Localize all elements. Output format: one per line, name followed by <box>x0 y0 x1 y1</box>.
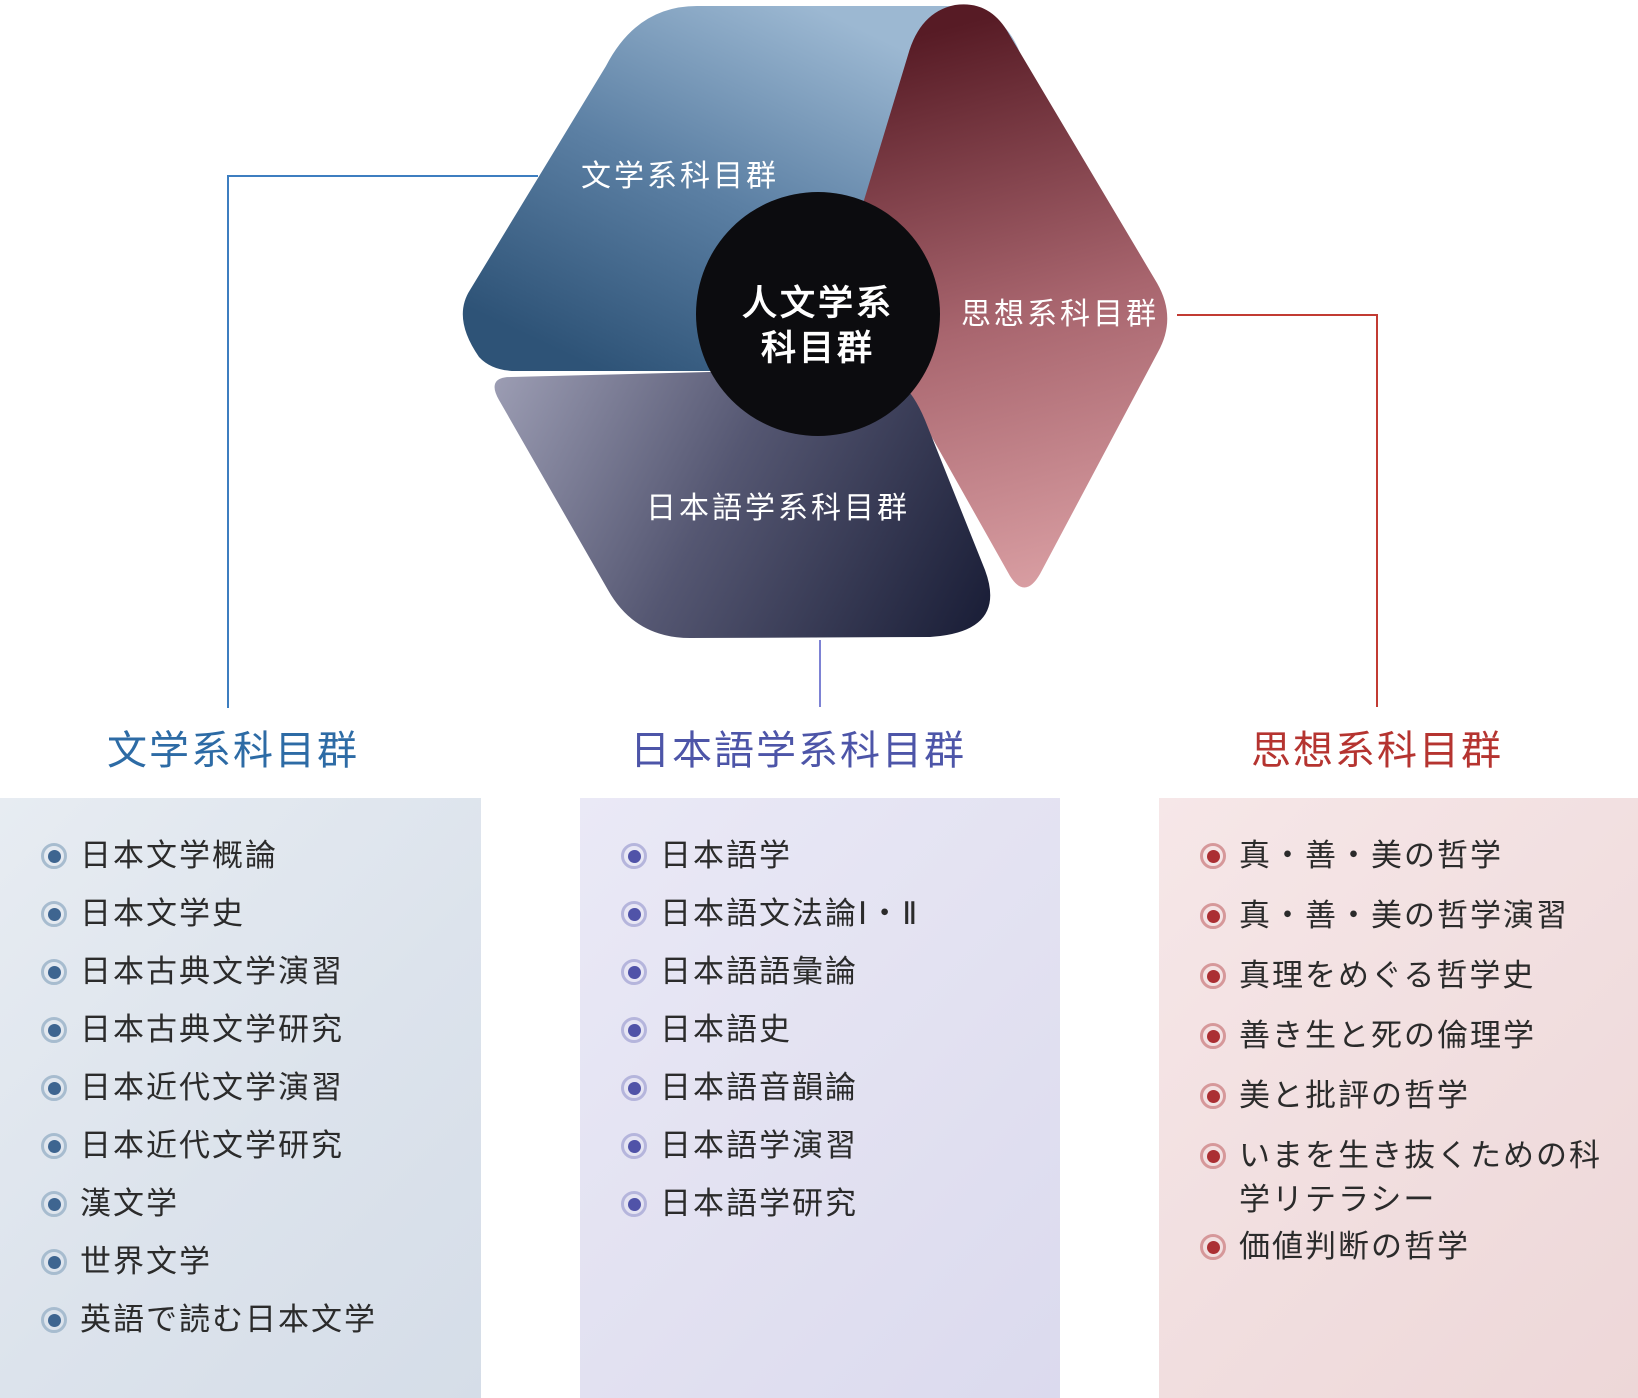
literature-ribbon-label: 文学系科目群 <box>581 159 779 194</box>
japanese-group: 日本語学系科目群 日本語学 日本語文法論Ⅰ・Ⅱ 日本語語彙論 日本語史 日本語 <box>580 0 1060 1398</box>
japanese-course-list: 日本語学 日本語文法論Ⅰ・Ⅱ 日本語語彙論 日本語史 日本語音韻論 日本語学演習 <box>580 798 1060 1239</box>
course-label: 日本近代文学研究 <box>80 1128 344 1164</box>
literature-panel: 日本文学概論 日本文学史 日本古典文学演習 日本古典文学研究 日本近代文学演習 … <box>0 798 481 1398</box>
list-item: 日本語語彙論 <box>621 950 1042 1007</box>
list-item: 日本近代文学研究 <box>41 1124 463 1181</box>
literature-course-list: 日本文学概論 日本文学史 日本古典文学演習 日本古典文学研究 日本近代文学演習 … <box>0 798 481 1355</box>
list-item: 世界文学 <box>41 1240 463 1297</box>
fisheye-bullet-icon <box>1200 1083 1226 1109</box>
course-label: 日本古典文学研究 <box>80 1012 344 1048</box>
list-item: 善き生と死の倫理学 <box>1200 1014 1620 1071</box>
thought-connector-line <box>1177 314 1378 707</box>
list-item: 日本語文法論Ⅰ・Ⅱ <box>621 892 1042 949</box>
course-label: 真・善・美の哲学 <box>1239 838 1503 874</box>
list-item: 日本語学研究 <box>621 1182 1042 1239</box>
course-label: 日本語音韻論 <box>660 1070 858 1106</box>
list-item: 真理をめぐる哲学史 <box>1200 954 1620 1011</box>
fisheye-bullet-icon <box>1200 1023 1226 1049</box>
japanese-ribbon-label: 日本語学系科目群 <box>646 491 910 526</box>
group-heading-literature: 文学系科目群 <box>107 728 359 774</box>
fisheye-bullet-icon <box>41 1307 67 1333</box>
center-label-line1: 人文学系 <box>742 283 894 324</box>
list-item: 真・善・美の哲学演習 <box>1200 894 1620 951</box>
course-label: 日本語学 <box>660 838 792 874</box>
thought-course-list: 真・善・美の哲学 真・善・美の哲学演習 真理をめぐる哲学史 善き生と死の倫理学 … <box>1159 798 1638 1282</box>
fisheye-bullet-icon <box>621 843 647 869</box>
literature-group: 文学系科目群 日本文学概論 日本文学史 日本古典文学演習 日本古典文学研究 日 <box>0 0 481 1398</box>
list-item: 日本語史 <box>621 1008 1042 1065</box>
course-label: 日本文学概論 <box>80 838 278 874</box>
list-item: 日本文学史 <box>41 892 463 949</box>
list-item: 日本近代文学演習 <box>41 1066 463 1123</box>
japanese-panel: 日本語学 日本語文法論Ⅰ・Ⅱ 日本語語彙論 日本語史 日本語音韻論 日本語学演習 <box>580 798 1060 1398</box>
course-label: 日本語語彙論 <box>660 954 858 990</box>
list-item: 日本文学概論 <box>41 834 463 891</box>
list-item: 日本語学 <box>621 834 1042 891</box>
course-label: 善き生と死の倫理学 <box>1239 1018 1536 1054</box>
thought-ribbon-label: 思想系科目群 <box>961 297 1159 332</box>
list-item: 英語で読む日本文学 <box>41 1298 463 1355</box>
course-label: 真・善・美の哲学演習 <box>1239 898 1569 934</box>
fisheye-bullet-icon <box>621 1191 647 1217</box>
list-item: 日本古典文学研究 <box>41 1008 463 1065</box>
list-item: いまを生き抜くための科学リテラシー <box>1200 1134 1620 1222</box>
course-label: 日本古典文学演習 <box>80 954 344 990</box>
thought-panel: 真・善・美の哲学 真・善・美の哲学演習 真理をめぐる哲学史 善き生と死の倫理学 … <box>1159 798 1638 1398</box>
course-label: 日本語学研究 <box>660 1186 858 1222</box>
curriculum-hexagon-diagram: 人文学系 科目群 文学系科目群 思想系科目群 日本語学系科目群 <box>227 4 1378 708</box>
list-item: 日本語音韻論 <box>621 1066 1042 1123</box>
course-label: 世界文学 <box>80 1244 212 1280</box>
course-label: 英語で読む日本文学 <box>80 1302 377 1338</box>
course-label: 日本語文法論Ⅰ・Ⅱ <box>660 896 920 932</box>
center-label-line2: 科目群 <box>761 329 875 369</box>
fisheye-bullet-icon <box>621 1133 647 1159</box>
fisheye-bullet-icon <box>621 901 647 927</box>
fisheye-bullet-icon <box>621 1075 647 1101</box>
fisheye-bullet-icon <box>41 1249 67 1275</box>
fisheye-bullet-icon <box>621 959 647 985</box>
fisheye-bullet-icon <box>41 959 67 985</box>
center-circle <box>696 192 940 436</box>
course-label: 漢文学 <box>80 1186 179 1222</box>
fisheye-bullet-icon <box>41 901 67 927</box>
fisheye-bullet-icon <box>41 1191 67 1217</box>
japanese-ribbon <box>494 368 991 638</box>
course-label: 美と批評の哲学 <box>1239 1078 1470 1114</box>
list-item: 価値判断の哲学 <box>1200 1225 1620 1282</box>
list-item: 日本古典文学演習 <box>41 950 463 1007</box>
list-item: 漢文学 <box>41 1182 463 1239</box>
list-item: 美と批評の哲学 <box>1200 1074 1620 1131</box>
literature-connector-line <box>227 175 538 708</box>
fisheye-bullet-icon <box>1200 1234 1226 1260</box>
course-label: 日本近代文学演習 <box>80 1070 344 1106</box>
fisheye-bullet-icon <box>41 1017 67 1043</box>
fisheye-bullet-icon <box>1200 963 1226 989</box>
list-item: 真・善・美の哲学 <box>1200 834 1620 891</box>
fisheye-bullet-icon <box>41 843 67 869</box>
fisheye-bullet-icon <box>41 1075 67 1101</box>
course-label: 価値判断の哲学 <box>1239 1229 1470 1265</box>
thought-group: 思想系科目群 真・善・美の哲学 真・善・美の哲学演習 真理をめぐる哲学史 善き生… <box>1159 0 1638 1398</box>
course-label: 日本語学演習 <box>660 1128 858 1164</box>
course-label: 日本文学史 <box>80 896 245 932</box>
course-label: 真理をめぐる哲学史 <box>1239 958 1536 994</box>
group-heading-japanese: 日本語学系科目群 <box>630 728 966 774</box>
course-label: いまを生き抜くための科学リテラシー <box>1239 1138 1602 1218</box>
fisheye-bullet-icon <box>1200 1143 1226 1169</box>
fisheye-bullet-icon <box>621 1017 647 1043</box>
group-heading-thought: 思想系科目群 <box>1251 728 1503 774</box>
fisheye-bullet-icon <box>1200 903 1226 929</box>
course-label: 日本語史 <box>660 1012 792 1048</box>
fisheye-bullet-icon <box>41 1133 67 1159</box>
fisheye-bullet-icon <box>1200 843 1226 869</box>
thought-ribbon <box>855 4 1168 588</box>
list-item: 日本語学演習 <box>621 1124 1042 1181</box>
